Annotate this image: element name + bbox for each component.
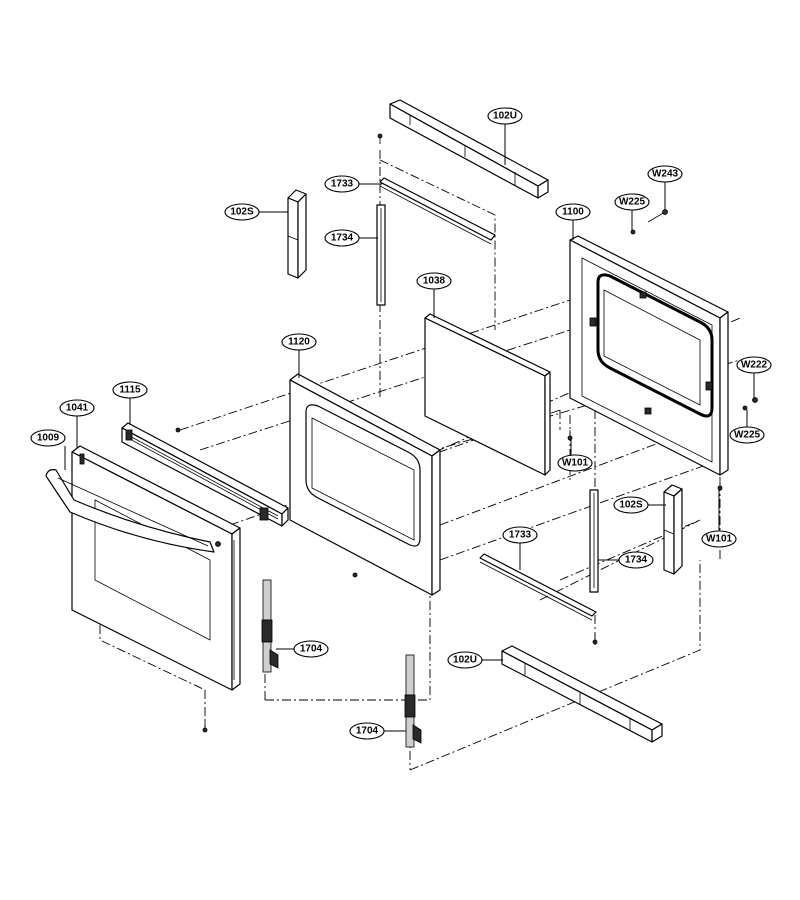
svg-text:102S: 102S: [619, 500, 643, 511]
label-W222: W222: [736, 356, 772, 374]
svg-text:1120: 1120: [288, 337, 310, 348]
label-102S-right: 102S: [613, 496, 649, 514]
svg-text:1038: 1038: [423, 276, 446, 287]
svg-text:W225: W225: [734, 430, 761, 441]
svg-text:102U: 102U: [493, 111, 517, 122]
part-1009-door-handle: [45, 469, 221, 553]
part-1120-middle-panel: [289, 373, 441, 596]
label-W243: W243: [647, 165, 683, 183]
svg-text:102U: 102U: [453, 655, 477, 666]
label-1704-left: 1704: [293, 640, 329, 658]
svg-text:1734: 1734: [331, 233, 354, 244]
part-1734-bottom-strip: [589, 489, 599, 593]
svg-text:W222: W222: [741, 360, 768, 371]
screw-door-bottom: [202, 720, 208, 733]
svg-text:1041: 1041: [66, 403, 89, 414]
label-1041: 1041: [59, 399, 95, 417]
screw-top-102u: [377, 133, 383, 144]
svg-text:1115: 1115: [119, 385, 141, 396]
svg-text:W101: W101: [562, 458, 589, 469]
svg-text:1100: 1100: [562, 207, 584, 218]
label-1120: 1120: [281, 333, 317, 351]
part-1734-top-strip: [376, 204, 386, 306]
label-102U-top: 102U: [487, 107, 523, 125]
part-102U-bottom-trim: [501, 645, 663, 743]
part-1115-control-strip: [121, 422, 289, 527]
screws: [175, 133, 758, 733]
svg-text:W225: W225: [619, 197, 646, 208]
label-1115: 1115: [112, 381, 148, 399]
svg-text:1704: 1704: [356, 726, 379, 737]
svg-text:1733: 1733: [509, 530, 532, 541]
screw-W225-top: [630, 229, 636, 235]
svg-text:1733: 1733: [331, 179, 354, 190]
svg-text:W243: W243: [652, 169, 679, 180]
label-W101-mid: W101: [557, 454, 593, 472]
screw-W222: [752, 397, 758, 403]
part-1733-top-strip: [379, 177, 496, 245]
screw-strip-bottom: [592, 634, 598, 645]
part-1100-inner-frame: [569, 235, 729, 476]
part-1704-hinge-left: [261, 579, 279, 673]
label-1038: 1038: [416, 272, 452, 290]
label-1704-bottom: 1704: [349, 722, 385, 740]
label-W225-right: W225: [729, 426, 765, 444]
label-1734-top: 1734: [324, 229, 360, 247]
screw-W101-right: [717, 478, 723, 491]
part-1704-hinge-bottom: [404, 654, 422, 748]
label-W225-top: W225: [614, 193, 650, 211]
part-102U-top-trim: [389, 99, 549, 199]
label-102U-bottom: 102U: [447, 651, 483, 669]
screw-W225-right: [742, 405, 748, 411]
part-102S-left-side-trim: [287, 189, 307, 279]
screw-W243: [647, 209, 668, 223]
svg-text:1704: 1704: [300, 644, 323, 655]
label-102S-left: 102S: [224, 203, 260, 221]
svg-text:1734: 1734: [625, 555, 648, 566]
label-W101-right: W101: [701, 530, 737, 548]
part-102S-right-side-trim: [663, 484, 683, 575]
svg-text:1009: 1009: [37, 433, 60, 444]
svg-text:W101: W101: [706, 534, 733, 545]
label-1733-top: 1733: [324, 175, 360, 193]
label-1100: 1100: [555, 203, 591, 221]
label-1009: 1009: [30, 429, 66, 447]
part-1733-bottom-strip: [479, 553, 597, 621]
label-1734-bottom: 1734: [618, 551, 654, 569]
label-1733-bottom: 1733: [502, 526, 538, 544]
screw-1115: [175, 427, 181, 433]
screw-W101-mid: [567, 430, 573, 441]
svg-text:102S: 102S: [230, 207, 254, 218]
part-1038-glass-panel: [424, 313, 551, 476]
